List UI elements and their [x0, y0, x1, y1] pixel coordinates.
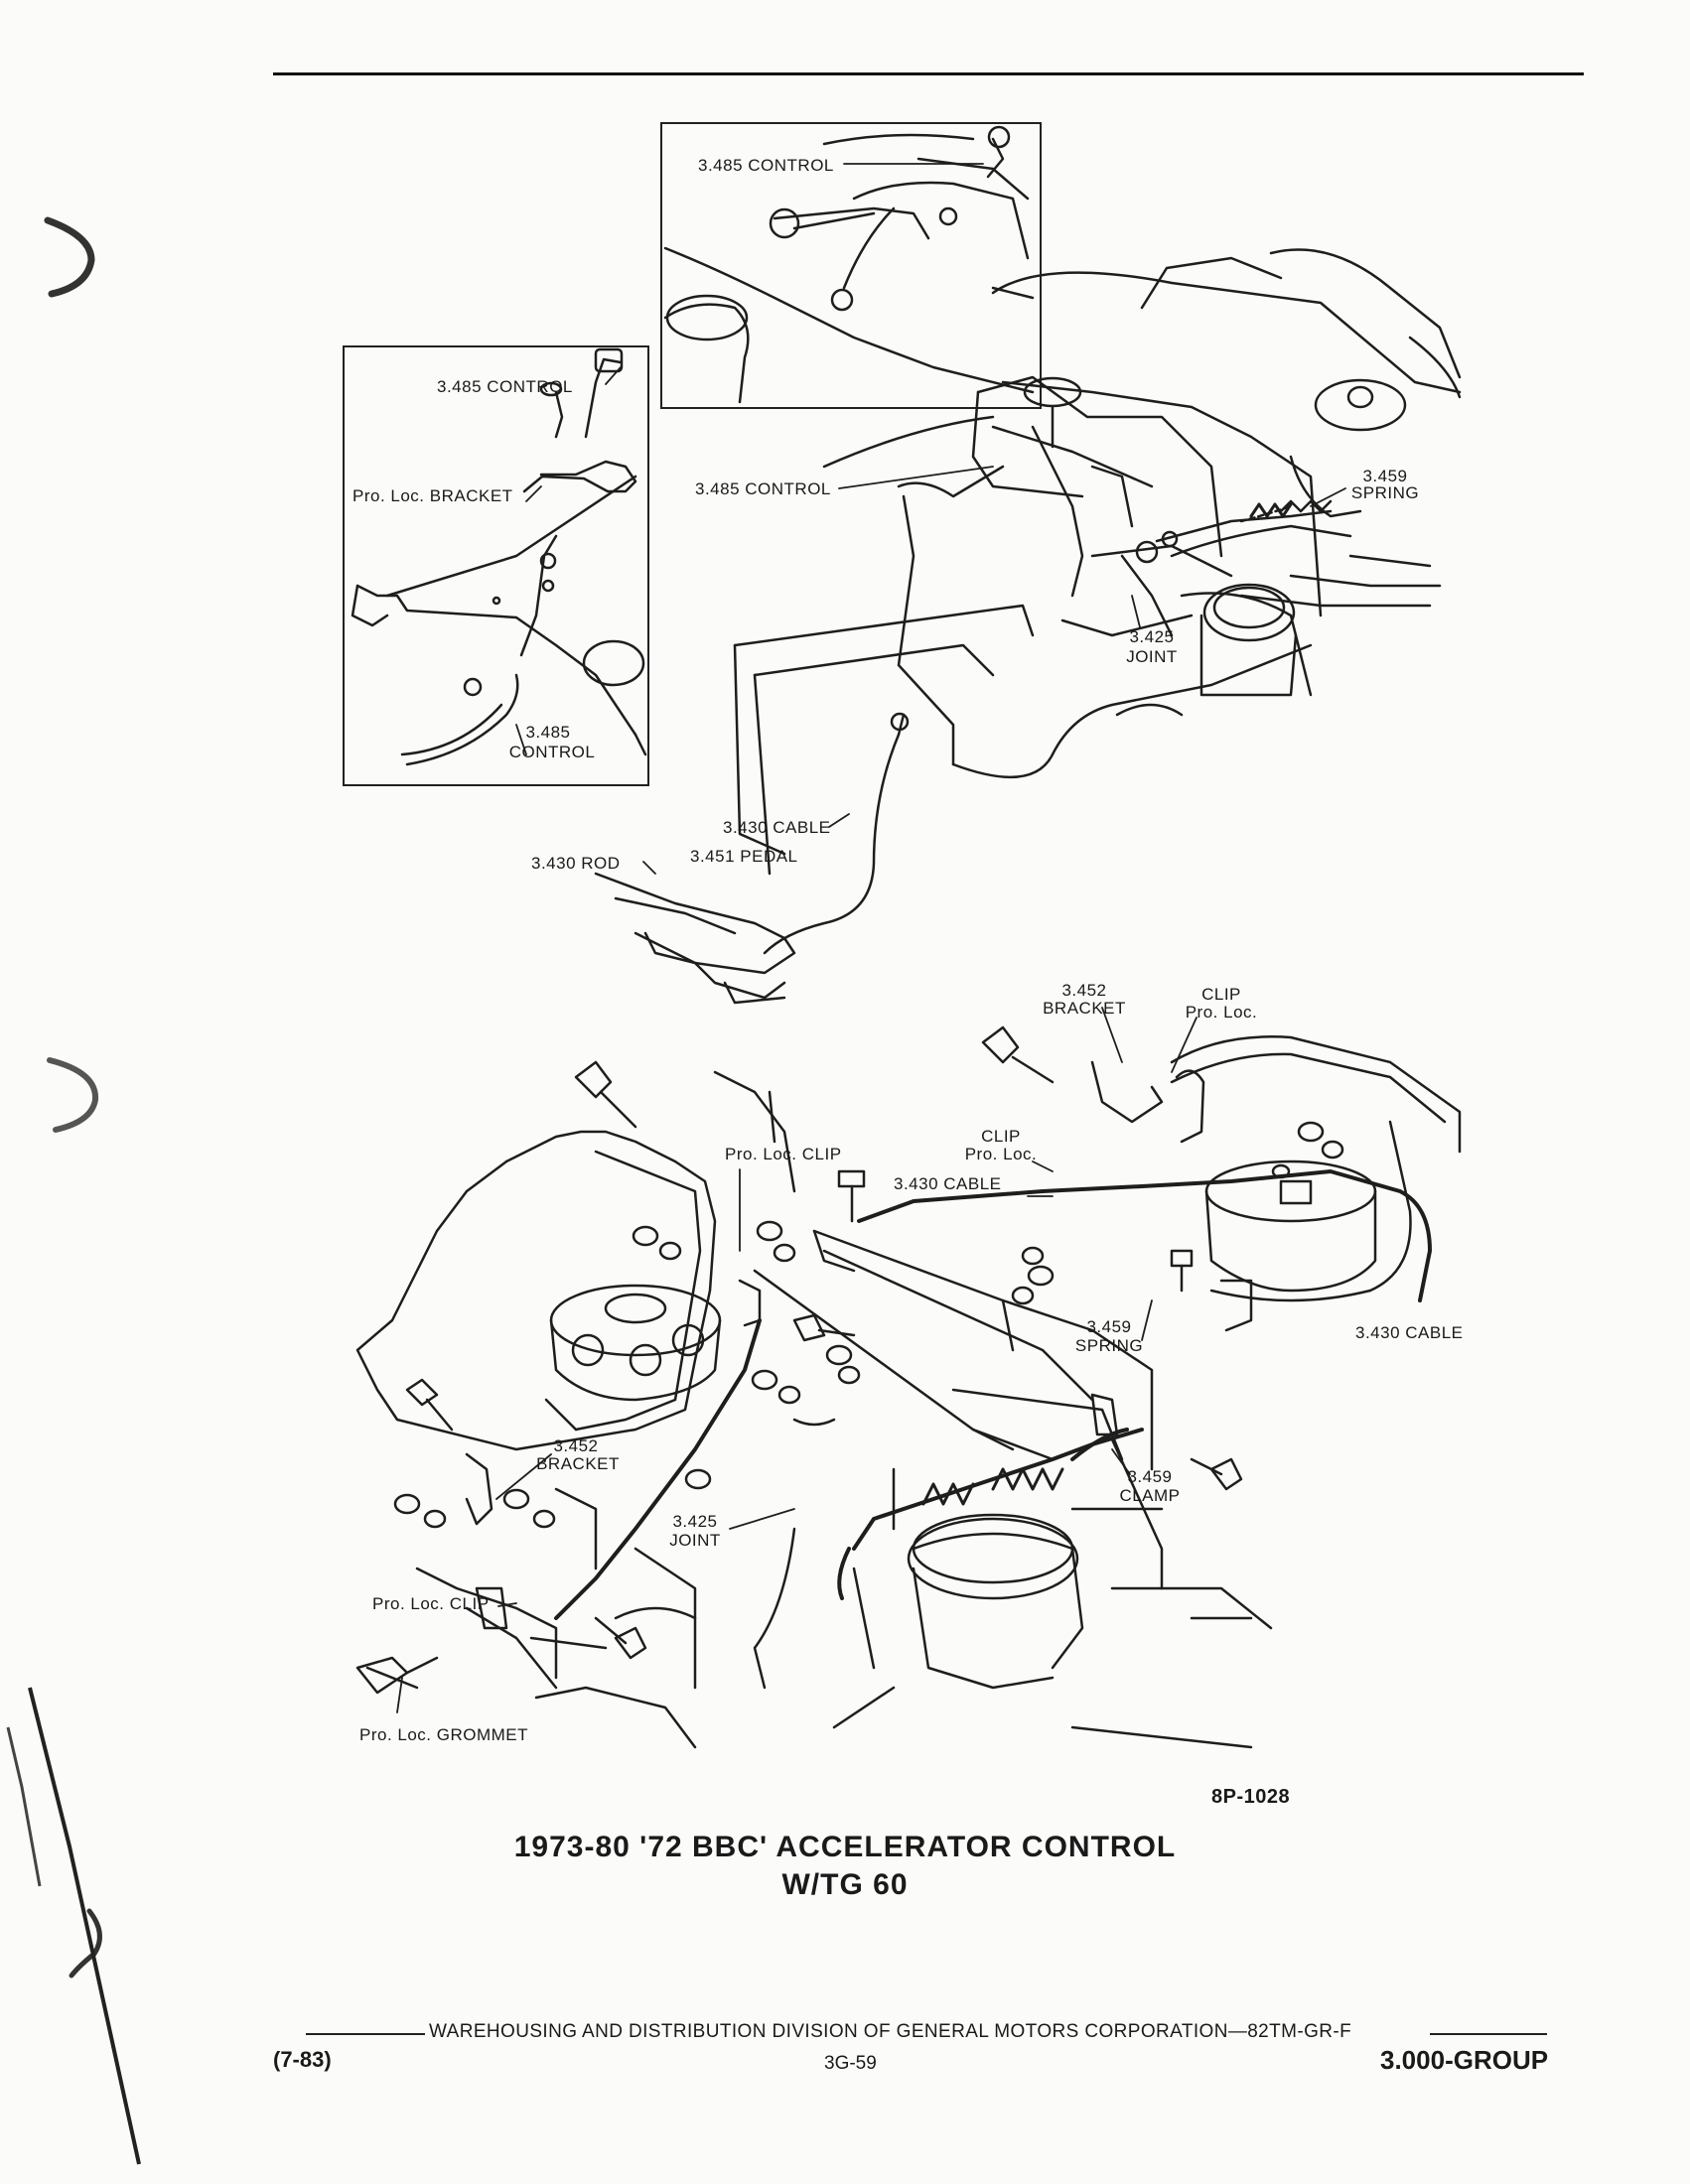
footer-division: WAREHOUSING AND DISTRIBUTION DIVISION OF…	[429, 2021, 1352, 2042]
label-bracket-lower-1: 3.452	[553, 1436, 599, 1455]
upper-engine-art	[594, 248, 1462, 1005]
label-grommet: Pro. Loc. GROMMET	[359, 1725, 529, 1744]
label-cable-top: 3.430 CABLE	[723, 818, 831, 837]
label-bracket-lower-2: BRACKET	[536, 1454, 620, 1473]
page-subtitle: W/TG 60	[781, 1868, 909, 1901]
inset-left-art	[351, 347, 647, 766]
label-main-control: 3.485 CONTROL	[695, 479, 831, 498]
label-bracket-upper-2: BRACKET	[1043, 999, 1126, 1018]
footer-rule-right	[1430, 2033, 1547, 2035]
label-bracket-upper-1: 3.452	[1061, 981, 1107, 1000]
label-inset-left-control-bottom-2: CONTROL	[508, 743, 596, 761]
label-joint-top-1: 3.425	[1129, 627, 1175, 646]
footer-group: 3.000-GROUP	[1380, 2045, 1549, 2075]
label-clip-mid-2: Pro. Loc.	[964, 1145, 1038, 1163]
label-proloc-clip-center: Pro. Loc. CLIP	[725, 1145, 842, 1163]
hardware	[355, 1025, 1344, 1695]
label-spring-top-2: SPRING	[1350, 483, 1420, 502]
label-clip-upper-1: CLIP	[1201, 985, 1241, 1004]
inset-top-art	[663, 125, 1035, 404]
footer-date: (7-83)	[273, 2047, 332, 2072]
label-joint-lower-2: JOINT	[669, 1531, 721, 1550]
label-inset-left-control-bottom-1: 3.485	[525, 723, 571, 742]
label-clip-mid-1: CLIP	[981, 1127, 1021, 1146]
label-spring-lower-1: 3.459	[1086, 1317, 1132, 1336]
label-cable-right: 3.430 CABLE	[1355, 1323, 1464, 1342]
label-pedal: 3.451 PEDAL	[690, 847, 798, 866]
label-clamp-1: 3.459	[1127, 1467, 1173, 1486]
inset-left	[343, 345, 649, 786]
label-joint-top-2: JOINT	[1126, 647, 1178, 666]
header-rule	[273, 72, 1584, 75]
footer-page-number: 3G-59	[824, 2053, 877, 2074]
label-inset-left-control-top: 3.485 CONTROL	[437, 377, 573, 396]
label-inset-top-control: 3.485 CONTROL	[698, 156, 834, 175]
footer-rule-left	[306, 2033, 425, 2035]
label-joint-lower-1: 3.425	[672, 1512, 718, 1531]
label-spring-top-1: 3.459	[1362, 467, 1408, 485]
label-spring-lower-2: SPRING	[1074, 1336, 1144, 1355]
label-clip-upper-2: Pro. Loc.	[1185, 1003, 1258, 1022]
lower-engine-art	[355, 1035, 1462, 1749]
label-cable-center: 3.430 CABLE	[894, 1174, 1002, 1193]
figure-id: 8P-1028	[1211, 1786, 1291, 1808]
page-title: 1973-80 '72 BBC' ACCELERATOR CONTROL	[513, 1831, 1177, 1863]
inset-top	[660, 122, 1042, 409]
cables	[554, 1169, 1432, 1620]
label-clamp-2: CLAMP	[1119, 1486, 1181, 1505]
label-proloc-clip-lower: Pro. Loc. CLIP	[372, 1594, 490, 1613]
label-rod: 3.430 ROD	[531, 854, 621, 873]
leader-lines	[396, 163, 1346, 1713]
springs	[921, 502, 1293, 1506]
label-inset-left-bracket: Pro. Loc. BRACKET	[352, 486, 513, 505]
